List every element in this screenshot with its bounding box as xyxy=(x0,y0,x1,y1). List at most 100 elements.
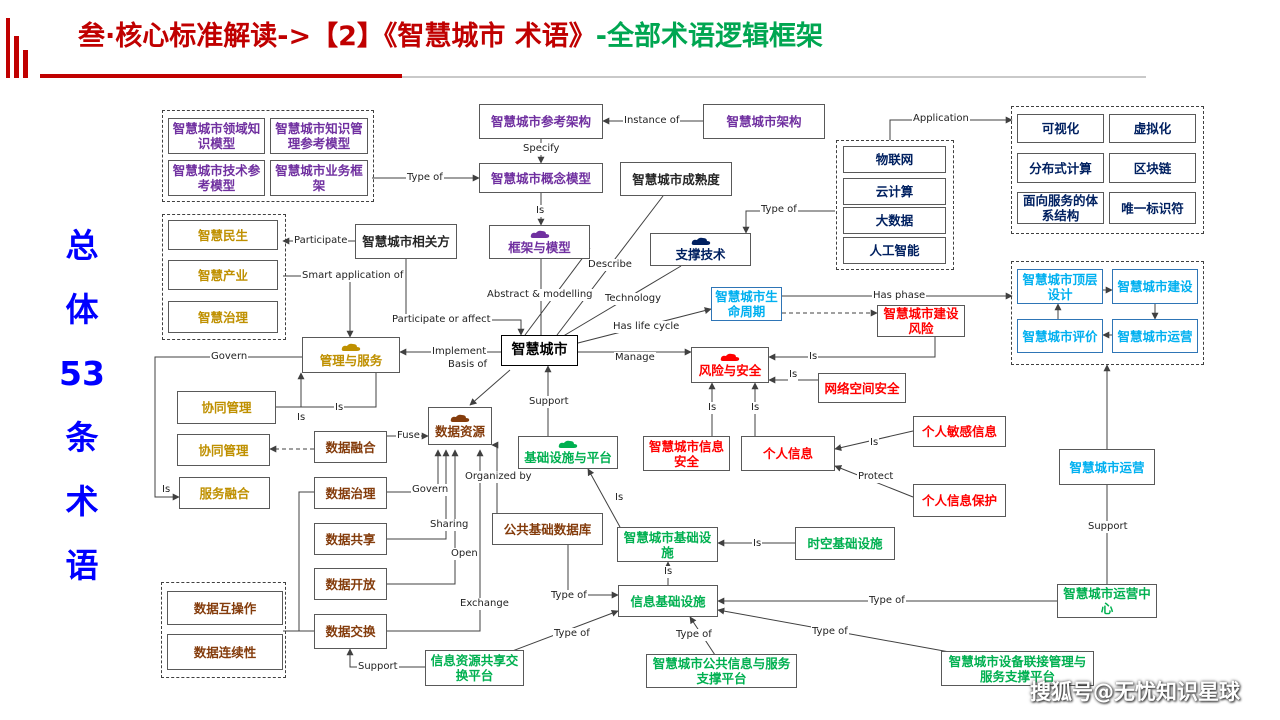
node-interop: 数据互操作 xyxy=(167,591,283,625)
relation-label: Specify xyxy=(522,143,561,155)
node-infra-platform: 基础设施与平台 xyxy=(518,436,618,469)
node-biz-frame: 智慧城市业务框架 xyxy=(270,160,368,196)
relation-label: Protect xyxy=(857,471,895,483)
relation-label: Is xyxy=(535,205,546,217)
relation-label: Sharing xyxy=(429,519,470,531)
relation-label: Is xyxy=(869,437,880,449)
node-city-infra: 智慧城市基础设施 xyxy=(617,527,718,562)
page-title-sub: -全部术语逻辑框架 xyxy=(595,21,823,52)
node-bigdata: 大数据 xyxy=(843,207,946,234)
relation-label: Is xyxy=(334,402,345,414)
relation-label: Participate xyxy=(293,235,349,247)
relation-label: Is xyxy=(614,492,625,504)
relation-label: Support xyxy=(357,661,399,673)
node-blockchain: 区块链 xyxy=(1109,153,1196,183)
page-title-main: 叁·核心标准解读->【2】《智慧城市 术语》 xyxy=(78,21,596,52)
relation-label: Smart application of xyxy=(301,270,405,282)
watermark: 搜狐号@无忧知识星球 xyxy=(1030,680,1240,704)
title-underline-red xyxy=(40,74,402,78)
relation-label: Type of xyxy=(406,172,444,184)
node-framework: 框架与模型 xyxy=(489,225,590,259)
node-operation: 智慧城市运营 xyxy=(1112,319,1198,353)
edge-is-city-infra xyxy=(587,468,621,528)
node-coop-2: 协同管理 xyxy=(177,434,270,466)
edge-type-of-tech xyxy=(742,210,835,234)
relation-label: Is xyxy=(296,412,307,424)
group-support-tech xyxy=(836,140,954,270)
node-visual: 可视化 xyxy=(1017,114,1104,143)
node-livelihood: 智慧民生 xyxy=(168,220,278,250)
relation-label: Has life cycle xyxy=(612,321,681,333)
relation-label: Open xyxy=(450,548,479,560)
relation-label: Exchange xyxy=(459,598,510,610)
node-data-res: 数据资源 xyxy=(428,407,492,445)
relation-label: Is xyxy=(752,538,763,550)
edge-is-coop-bracket xyxy=(301,373,377,408)
relation-label: Is xyxy=(663,566,674,578)
group-life-phases xyxy=(1011,261,1204,365)
relation-label: Govern xyxy=(210,351,249,363)
node-construction: 智慧城市建设 xyxy=(1112,269,1198,304)
node-ops: 智慧城市运营 xyxy=(1059,449,1155,485)
edge-is-coop xyxy=(276,372,305,408)
edge-data-group-bracket xyxy=(298,491,314,632)
edge-basis-of xyxy=(469,369,511,406)
edge-sharing xyxy=(387,449,450,540)
node-governance: 智慧治理 xyxy=(168,301,278,333)
sidebar-char: 语 xyxy=(65,546,99,585)
cloud-icon xyxy=(450,414,470,422)
node-info-infra: 信息基础设施 xyxy=(618,585,718,617)
relation-label: Manage xyxy=(614,352,656,364)
node-sensitive-info: 个人敏感信息 xyxy=(913,416,1006,447)
edge-open xyxy=(387,449,459,585)
node-unique-id: 唯一标识符 xyxy=(1109,192,1196,224)
node-mgmt-service: 管理与服务 xyxy=(302,337,400,373)
node-concept-model: 智慧城市概念模型 xyxy=(479,163,603,193)
edge-support-exch xyxy=(346,648,425,668)
cloud-icon xyxy=(691,237,710,245)
cloud-icon xyxy=(558,440,578,448)
node-city-arch: 智慧城市架构 xyxy=(703,104,825,139)
edge-is-build-risk xyxy=(768,337,936,361)
cloud-icon xyxy=(341,343,361,351)
node-stakeholder: 智慧城市相关方 xyxy=(355,224,457,259)
node-tech-ref: 智慧城市技术参考模型 xyxy=(168,160,265,196)
relation-label: Has phase xyxy=(872,290,927,302)
node-spatial-infra: 时空基础设施 xyxy=(795,527,895,560)
title-underline-gray xyxy=(402,76,1146,78)
node-virtual: 虚拟化 xyxy=(1109,114,1196,143)
node-industry: 智慧产业 xyxy=(168,260,278,290)
node-data-fusion: 数据融合 xyxy=(314,431,387,463)
sidebar-vertical-title: 总 体 53 条 术 语 xyxy=(52,214,112,598)
node-device-platform: 智慧城市设备联接管理与服务支撑平台 xyxy=(941,651,1094,686)
node-top-design: 智慧城市顶层设计 xyxy=(1017,269,1103,304)
group-smart-domains xyxy=(162,214,286,340)
node-pub-db: 公共基础数据库 xyxy=(492,513,603,545)
group-applications xyxy=(1011,106,1204,234)
relation-label: Describe xyxy=(587,259,633,271)
node-evaluation: 智慧城市评价 xyxy=(1017,319,1103,353)
node-pub-info-platform: 智慧城市公共信息与服务支撑平台 xyxy=(646,654,797,688)
group-domain-models xyxy=(162,110,374,202)
relation-label: Type of xyxy=(675,629,713,641)
node-support-tech: 支撑技术 xyxy=(650,233,751,266)
node-ai: 人工智能 xyxy=(843,237,946,264)
node-risk-safety: 风险与安全 xyxy=(691,347,769,383)
node-info-share-platform: 信息资源共享交换平台 xyxy=(425,650,524,686)
relation-label: Type of xyxy=(553,628,591,640)
sidebar-char: 术 xyxy=(65,482,99,521)
edge-organized-by xyxy=(491,441,499,540)
node-personal-info: 个人信息 xyxy=(741,436,835,471)
node-know-model: 智慧城市领域知识模型 xyxy=(168,118,265,154)
node-build-risk: 智慧城市建设风险 xyxy=(877,305,965,337)
node-lifecycle: 智慧城市生命周期 xyxy=(711,287,782,321)
node-info-protect: 个人信息保护 xyxy=(913,484,1006,517)
edge-govern-mgmt xyxy=(154,356,302,501)
node-iot: 物联网 xyxy=(843,146,946,173)
relation-label: Is xyxy=(161,484,172,496)
relation-label: Type of xyxy=(760,204,798,216)
relation-label: Type of xyxy=(868,595,906,607)
node-data-open: 数据开放 xyxy=(314,568,387,600)
relation-label: Is xyxy=(750,402,761,414)
node-data-share: 数据共享 xyxy=(314,523,387,555)
